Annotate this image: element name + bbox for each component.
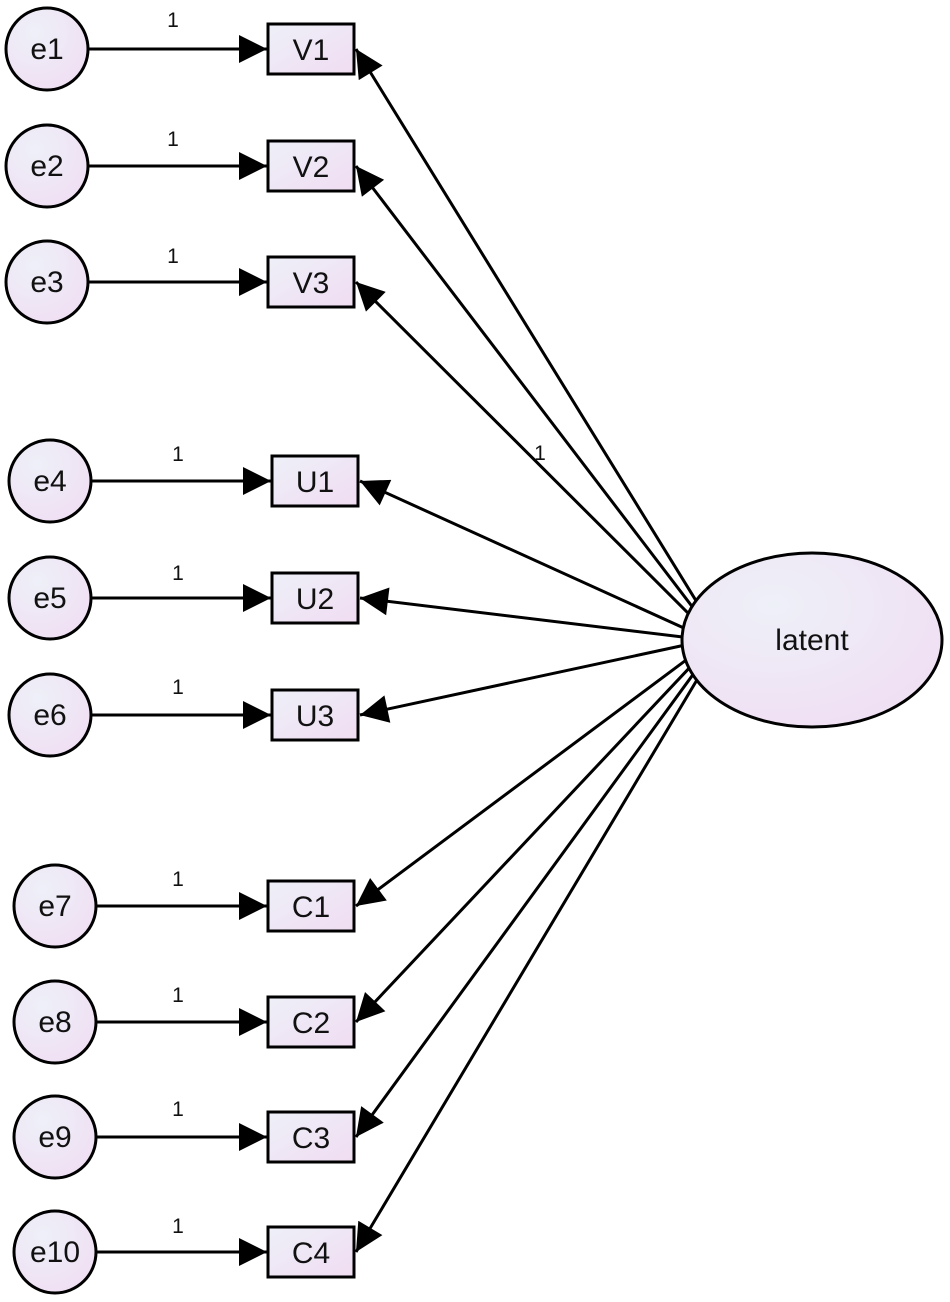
latent-label: latent — [775, 624, 849, 657]
indicator-box-C4 — [266, 1225, 356, 1279]
error-label-e3: e3 — [30, 266, 63, 299]
error-label-e10: e10 — [30, 1236, 80, 1269]
indicator-label-V2: V2 — [293, 151, 330, 184]
arrow-latent-to-C2 — [354, 661, 696, 1024]
indicator-box-U1 — [270, 454, 360, 508]
error-label-e8: e8 — [38, 1006, 71, 1039]
latent-fixed-loading-label: 1 — [534, 442, 546, 465]
loading-label-e3: 1 — [167, 245, 179, 268]
error-node-e7 — [12, 863, 98, 949]
loading-label-e2: 1 — [167, 128, 179, 151]
indicator-label-C4: C4 — [292, 1237, 330, 1270]
indicator-box-U3 — [270, 688, 360, 742]
indicator-box-V1 — [266, 22, 356, 76]
error-node-e6 — [7, 672, 93, 758]
error-node-e5 — [7, 555, 93, 641]
indicator-label-U2: U2 — [296, 583, 334, 616]
arrow-latent-to-C3 — [354, 668, 698, 1138]
indicator-label-C3: C3 — [292, 1122, 330, 1155]
error-node-e10 — [12, 1209, 98, 1295]
error-label-e4: e4 — [33, 465, 66, 498]
node-layer — [4, 6, 944, 1295]
error-node-e2 — [4, 123, 90, 209]
error-node-e4 — [7, 438, 93, 524]
arrow-latent-to-V3 — [354, 280, 695, 620]
loading-label-e5: 1 — [172, 562, 184, 585]
indicator-label-V1: V1 — [293, 34, 330, 67]
arrow-latent-to-C4 — [354, 675, 701, 1253]
indicator-label-U3: U3 — [296, 700, 334, 733]
error-label-e1: e1 — [30, 33, 63, 66]
arrow-latent-to-U1 — [359, 479, 690, 632]
error-node-e9 — [12, 1094, 98, 1180]
loading-label-e4: 1 — [172, 443, 184, 466]
arrow-latent-to-C1 — [355, 654, 693, 908]
indicator-box-C1 — [266, 879, 356, 933]
error-node-e3 — [4, 239, 90, 325]
error-label-e2: e2 — [30, 150, 63, 183]
loading-label-e10: 1 — [172, 1215, 184, 1238]
arrow-latent-to-V1 — [354, 48, 700, 606]
loading-label-e8: 1 — [172, 984, 184, 1007]
indicator-box-C2 — [266, 995, 356, 1049]
indicator-box-V3 — [266, 255, 356, 309]
arrow-latent-to-U2 — [359, 587, 688, 639]
edge-layer — [88, 35, 701, 1266]
indicator-label-C1: C1 — [292, 891, 330, 924]
arrow-latent-to-U3 — [359, 643, 688, 723]
indicator-box-C3 — [266, 1110, 356, 1164]
error-label-e6: e6 — [33, 699, 66, 732]
loading-label-e6: 1 — [172, 676, 184, 699]
indicator-label-V3: V3 — [293, 267, 330, 300]
loading-label-e7: 1 — [172, 868, 184, 891]
error-node-e8 — [12, 979, 98, 1065]
latent-node — [680, 551, 944, 729]
loading-label-e1: 1 — [167, 9, 179, 32]
indicator-box-V2 — [266, 139, 356, 193]
indicator-label-U1: U1 — [296, 466, 334, 499]
arrow-latent-to-V2 — [354, 165, 698, 613]
indicator-box-U2 — [270, 571, 360, 625]
loading-label-e9: 1 — [172, 1098, 184, 1121]
label-layer: e1 e2 e3 e4 e5 e6 e7 e8 e9 e10 V1V2V3U1U2U3C1C2C3C… — [30, 9, 849, 1270]
error-label-e5: e5 — [33, 582, 66, 615]
indicator-label-C2: C2 — [292, 1007, 330, 1040]
error-label-e9: e9 — [38, 1121, 71, 1154]
error-node-e1 — [4, 6, 90, 92]
error-label-e7: e7 — [38, 890, 71, 923]
